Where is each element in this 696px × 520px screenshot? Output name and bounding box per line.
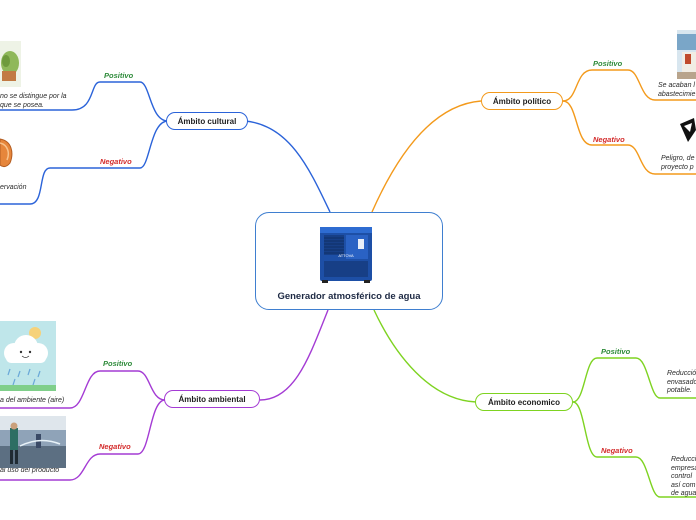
branch-economico[interactable]: Ámbito economico: [475, 393, 573, 411]
cultural-positive-line-1: no se distingue por la: [0, 93, 67, 100]
orange-object-photo: [0, 135, 14, 169]
economico-negative-line-5: de agua: [671, 490, 696, 498]
branch-politico-label: Ámbito político: [492, 96, 552, 106]
politico-positive-text[interactable]: Se acaban l abastecimie: [658, 82, 695, 99]
house-photo: [677, 30, 696, 79]
ambiental-positive-line-1: a del ambiente (aire): [0, 397, 65, 404]
ambiental-positive-tag[interactable]: Positivo: [103, 359, 133, 368]
ambiental-connectors: [0, 309, 329, 481]
politico-negative-tag[interactable]: Negativo: [593, 135, 625, 144]
people-water-photo: [0, 416, 66, 468]
politico-positive-line-1: Se acaban l: [658, 82, 695, 89]
branch-economico-label: Ámbito economico: [487, 397, 560, 407]
central-title: Generador atmosférico de agua: [277, 291, 421, 302]
politico-positive-line-2: abastecimie: [658, 90, 696, 98]
economico-negative-line-3: control: [671, 473, 693, 481]
ambiental-negative-text[interactable]: al uso del producto: [0, 467, 59, 476]
branch-politico[interactable]: Ámbito político: [481, 92, 563, 110]
cultural-negative-line-1: ervación: [0, 184, 27, 191]
economico-negative-line-4: así com: [671, 481, 696, 489]
cultural-negative-text[interactable]: ervación: [0, 184, 26, 193]
ambiental-negative-line-1: al uso del producto: [0, 467, 60, 474]
ambiental-negative-tag[interactable]: Negativo: [99, 442, 131, 451]
ambiental-positive-text[interactable]: a del ambiente (aire): [0, 397, 64, 406]
economico-positive-text[interactable]: Reducció envasado potable.: [667, 370, 696, 396]
cultural-positive-line-2: que se posea.: [0, 101, 44, 109]
economico-positive-line-1: Reducció: [667, 370, 696, 377]
cultural-negative-tag[interactable]: Negativo: [100, 157, 132, 166]
cultural-positive-text[interactable]: no se distingue por la que se posea.: [0, 93, 67, 110]
branch-ambiental[interactable]: Ámbito ambiental: [164, 390, 260, 408]
cloud-cartoon: [0, 321, 56, 391]
machine-brand-text: ATTOVA: [338, 253, 354, 258]
water-generator-image: ATTOVA: [320, 227, 372, 283]
politico-positive-tag[interactable]: Positivo: [593, 59, 623, 68]
politico-connectors: [371, 69, 696, 213]
economico-negative-text[interactable]: Reducci empresa control así com de agua: [671, 456, 696, 499]
economico-connectors: [373, 309, 696, 498]
politico-negative-line-2: proyecto p: [661, 163, 694, 171]
cultural-connectors: [0, 81, 331, 213]
branch-cultural[interactable]: Ámbito cultural: [166, 112, 248, 130]
economico-positive-line-3: potable.: [667, 387, 692, 395]
politico-negative-text[interactable]: Peligro, de proyecto p: [661, 155, 694, 172]
economico-negative-line-2: empresa: [671, 464, 696, 472]
branch-ambiental-label: Ámbito ambiental: [178, 394, 246, 404]
branch-cultural-label: Ámbito cultural: [177, 116, 237, 126]
economico-positive-line-2: envasado: [667, 378, 696, 386]
economico-negative-tag[interactable]: Negativo: [601, 446, 633, 455]
cultural-positive-tag[interactable]: Positivo: [104, 71, 134, 80]
politico-negative-line-1: Peligro, de: [661, 155, 695, 162]
black-white-graphic: [678, 118, 696, 144]
economico-positive-tag[interactable]: Positivo: [601, 347, 631, 356]
economico-negative-line-1: Reducci: [671, 456, 696, 463]
plant-photo: [0, 41, 21, 87]
